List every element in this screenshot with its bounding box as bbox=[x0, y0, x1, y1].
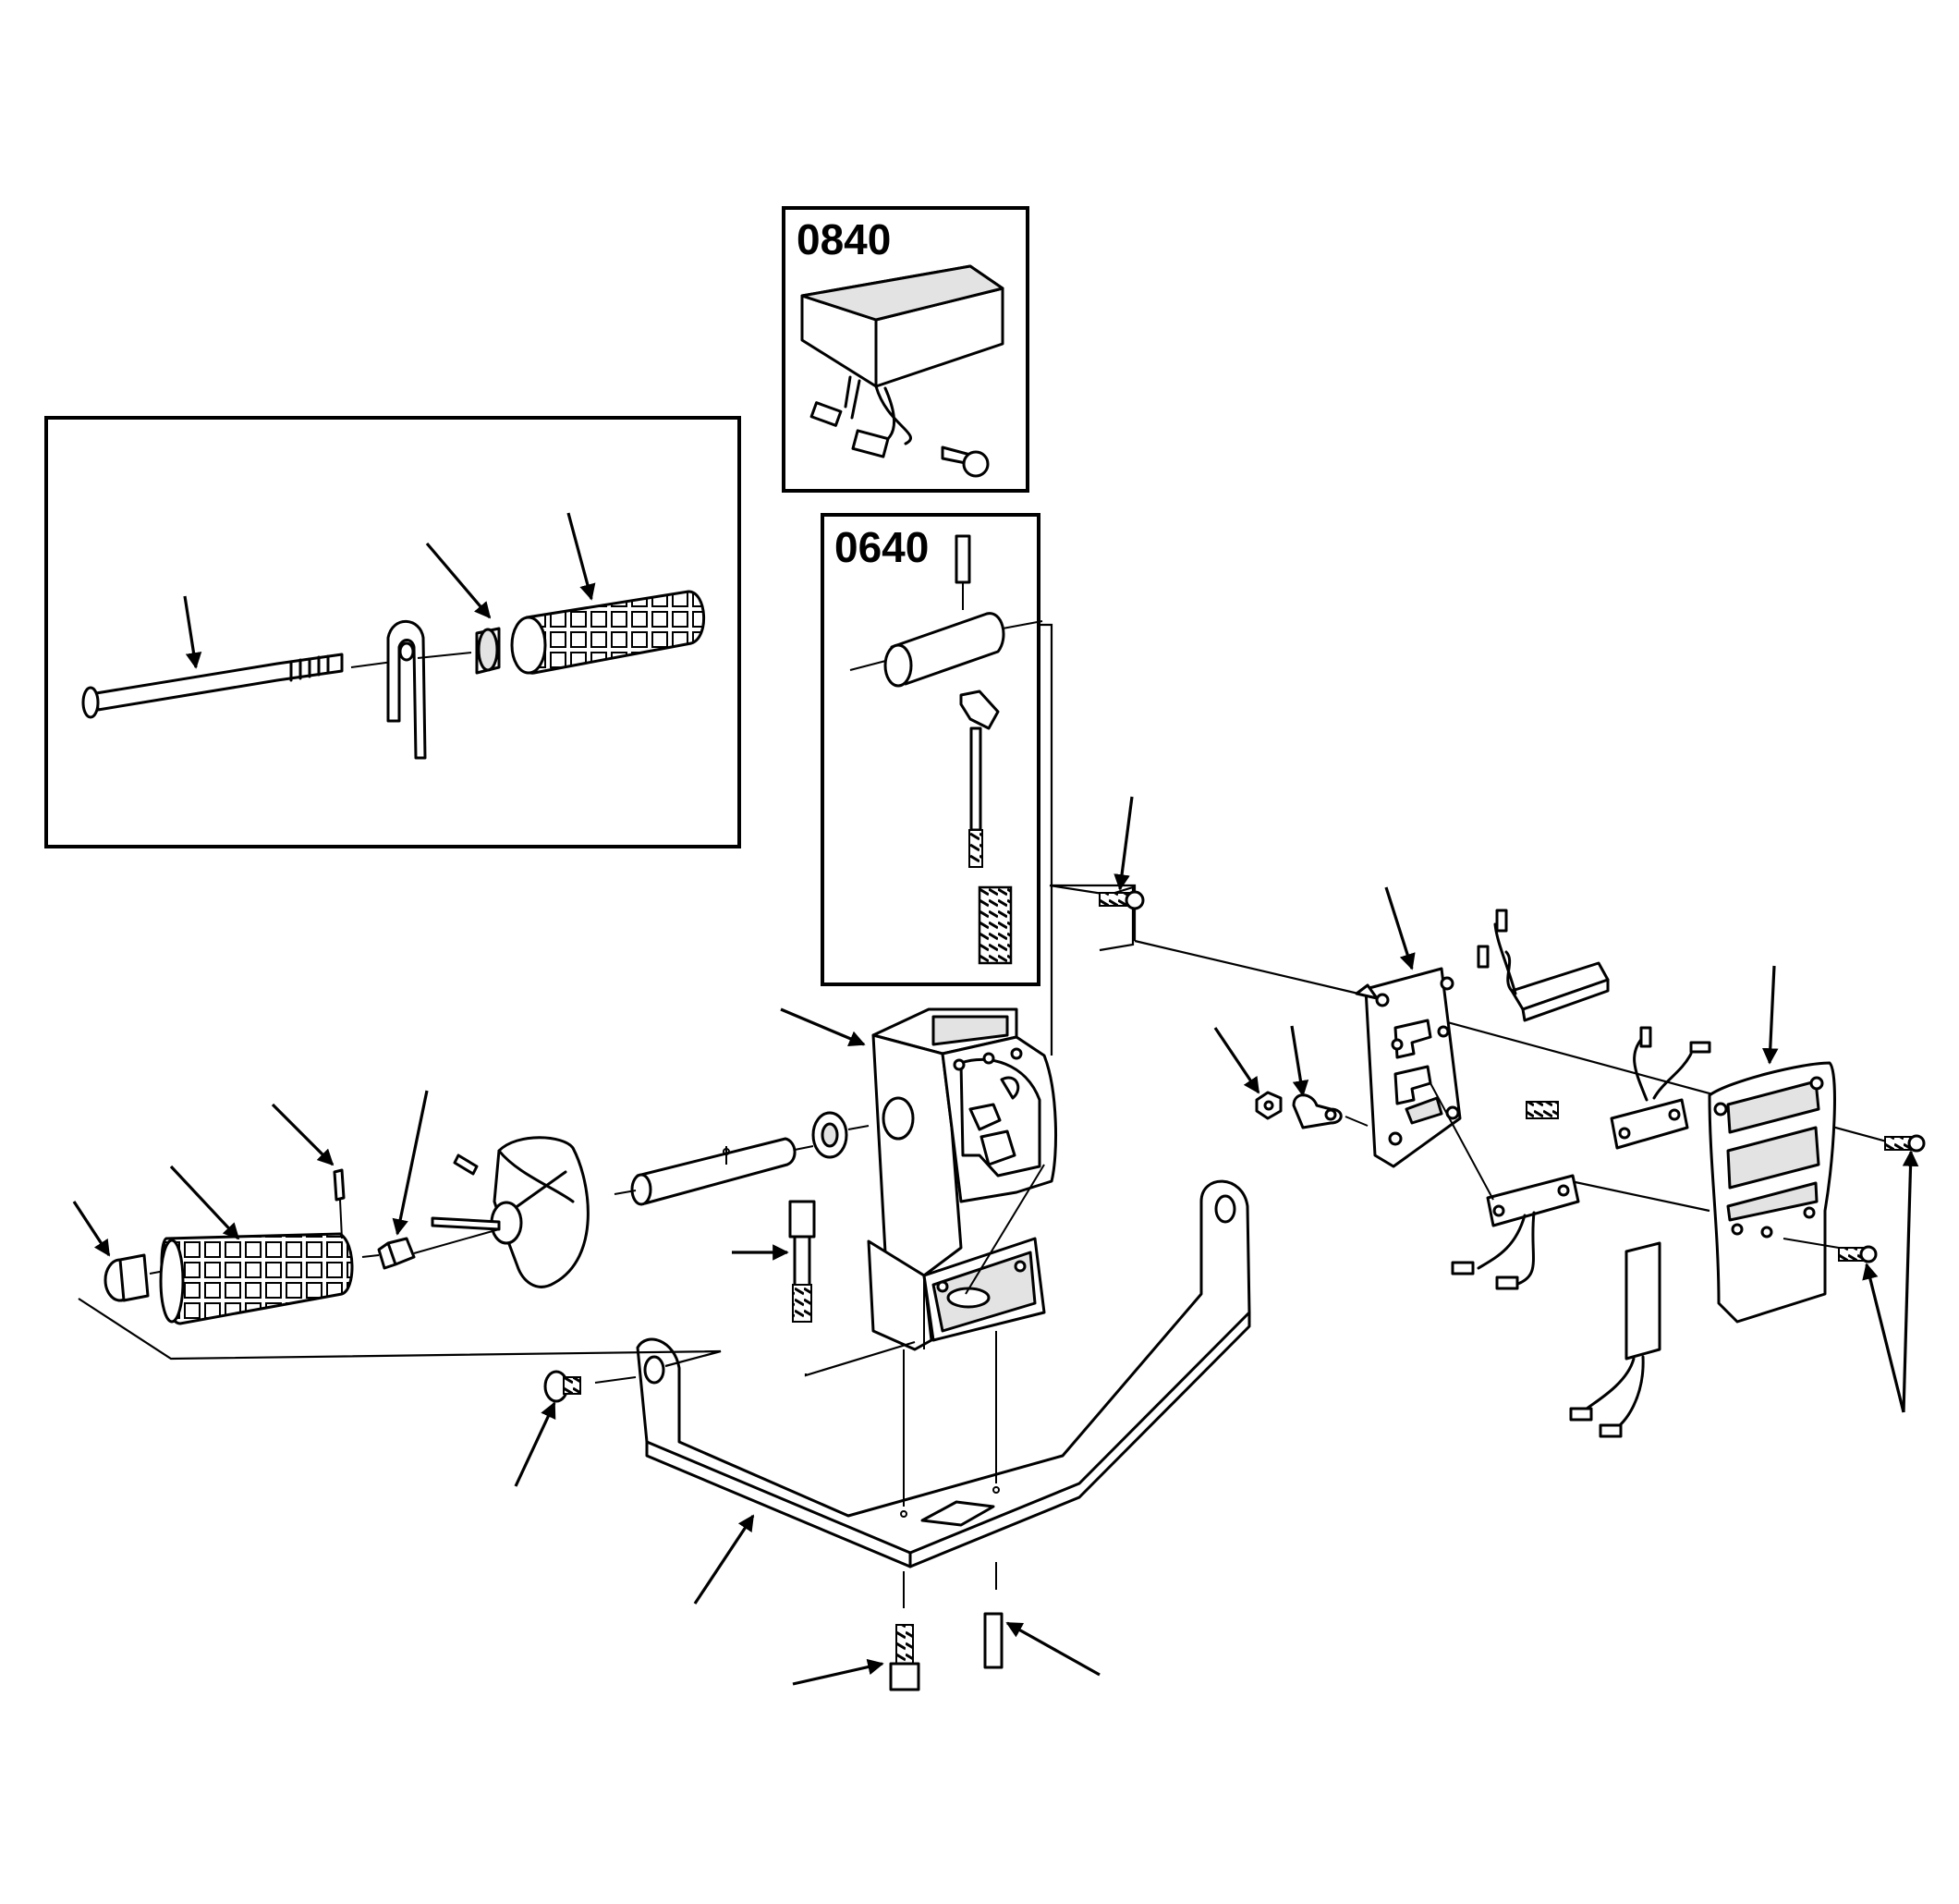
left-grip-assembly bbox=[103, 1168, 500, 1325]
arrow-callout-icon bbox=[72, 1201, 111, 1257]
arrow-callout-icon bbox=[566, 512, 596, 601]
arrow-callout-icon bbox=[1902, 1150, 1919, 1413]
battery-pack bbox=[800, 264, 1004, 420]
lower-switch bbox=[1451, 1174, 1580, 1290]
handle-link-plate bbox=[386, 619, 427, 760]
plunger-inset: 0640 bbox=[821, 513, 1043, 986]
arrow-callout-icon bbox=[425, 542, 492, 619]
spacer-washer bbox=[475, 627, 501, 675]
arrow-callout-icon bbox=[183, 595, 202, 669]
cover-screw-bottom bbox=[1838, 1245, 1878, 1263]
arrow-callout-icon bbox=[1761, 965, 1779, 1065]
battery-inset-label: 0840 bbox=[797, 215, 891, 263]
long-bolt bbox=[81, 653, 344, 719]
base-bracket bbox=[636, 1179, 1251, 1568]
set-screw-top bbox=[1099, 890, 1145, 910]
spring-right bbox=[1526, 1101, 1559, 1119]
pivot-shaft bbox=[630, 1137, 797, 1206]
right-switch bbox=[1610, 1026, 1711, 1150]
arrow-callout-icon bbox=[780, 1007, 866, 1046]
leader-0640 bbox=[1039, 623, 1053, 1056]
pedestal-bore bbox=[882, 1096, 915, 1141]
shaft-washer bbox=[811, 1111, 848, 1159]
leader-top-rail bbox=[1052, 884, 1137, 941]
circuit-board bbox=[1569, 1241, 1661, 1438]
plunger-rod-thread bbox=[968, 829, 983, 868]
leader-grip-to-bracket bbox=[78, 1298, 722, 1368]
left-grip bbox=[160, 1232, 354, 1325]
plunger-inset-label: 0640 bbox=[834, 523, 929, 571]
arrow-callout-icon bbox=[1862, 1263, 1905, 1413]
switch-cover bbox=[1708, 1061, 1836, 1324]
cable-clamp bbox=[1292, 1093, 1343, 1129]
arrow-callout-icon bbox=[1290, 1025, 1309, 1097]
arrow-callout-icon bbox=[792, 1658, 884, 1686]
handle-bolt-inset bbox=[44, 416, 741, 848]
bracket-hole-right bbox=[1214, 1194, 1236, 1224]
leader-mid bbox=[1570, 1179, 1710, 1213]
grip-roll-pin bbox=[333, 1168, 346, 1202]
plunger-sleeve bbox=[849, 612, 1043, 688]
leader-gauge bbox=[1049, 884, 1135, 952]
plunger-spring bbox=[978, 885, 1013, 965]
arrow-callout-icon bbox=[271, 1103, 335, 1166]
bottom-dowel-pin bbox=[983, 1612, 1004, 1669]
pedestal-housing bbox=[867, 1007, 1058, 1351]
battery-inset: 0840 bbox=[782, 206, 1029, 493]
bottom-screw bbox=[889, 1624, 920, 1691]
upper-switch bbox=[1477, 909, 1610, 1022]
bracket-slot bbox=[920, 1500, 995, 1527]
grip-inset bbox=[510, 590, 705, 675]
roll-pin bbox=[955, 534, 971, 584]
switch-plate bbox=[1355, 967, 1462, 1168]
leader-bolt-to-housing bbox=[804, 1340, 916, 1377]
arrow-callout-icon bbox=[1113, 796, 1134, 891]
arrow-callout-icon bbox=[1384, 886, 1416, 970]
cap-screw bbox=[788, 1200, 816, 1323]
arrow-callout-icon bbox=[169, 1165, 240, 1240]
battery-connector bbox=[809, 384, 912, 458]
cover-screw-top bbox=[1884, 1134, 1926, 1153]
plunger-cam bbox=[959, 690, 1000, 730]
grip-clamp-block bbox=[377, 1237, 416, 1270]
arrow-callout-icon bbox=[514, 1401, 556, 1487]
bracket-screw bbox=[543, 1370, 581, 1403]
lever-paddle bbox=[431, 1136, 590, 1288]
nut bbox=[1255, 1091, 1283, 1120]
bracket-hole-left bbox=[643, 1355, 665, 1385]
plunger-rod bbox=[969, 726, 982, 832]
arrow-callout-icon bbox=[693, 1514, 755, 1605]
arrow-callout-icon bbox=[1213, 1027, 1260, 1094]
arrow-callout-icon bbox=[392, 1090, 429, 1236]
leader-main bbox=[1134, 939, 1359, 995]
battery-screw bbox=[941, 445, 990, 478]
arrow-callout-icon bbox=[1005, 1621, 1101, 1677]
callout-arrows bbox=[72, 512, 1919, 1686]
lever-pin bbox=[431, 1216, 501, 1231]
